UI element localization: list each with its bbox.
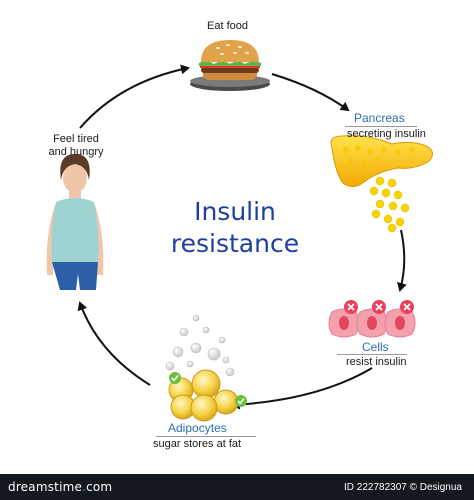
step-label-adipocytes: Adipocytes [168, 421, 227, 435]
step-label-person: Feel tired and hungry [48, 133, 104, 159]
glucose-bubbles-icon [165, 314, 235, 377]
x-mark-icon [344, 300, 414, 314]
person-line-1: Feel tired [53, 133, 99, 145]
adipocytes-divider [156, 436, 256, 437]
arrow-pancreas-to-cells [397, 229, 407, 292]
arrow-adipocytes-to-person [77, 301, 151, 386]
pancreas-icon [330, 135, 433, 188]
pancreas-divider [345, 126, 417, 127]
cells-divider [337, 354, 407, 355]
step-caption-adipocytes: sugar stores at fat [153, 438, 242, 450]
cycle-graphic [46, 40, 433, 422]
step-label-food: Eat food [207, 20, 248, 32]
footer-brand: dreamstime.com [8, 480, 112, 494]
step-label-cells: Cells [362, 340, 389, 354]
title-line-2: resistance [170, 229, 300, 258]
arrow-food-to-pancreas [271, 73, 350, 112]
fat-cells-icon [168, 369, 239, 422]
burger-icon [190, 40, 270, 91]
brand-dot: . [82, 480, 87, 494]
brand-right: com [86, 480, 113, 494]
diagram-title: Insulin resistance [150, 196, 320, 260]
arrow-person-to-food [79, 64, 190, 129]
step-caption-pancreas: secreting insulin [347, 128, 426, 140]
cycle-arrows [77, 64, 407, 410]
title-line-1: Insulin [194, 197, 276, 226]
step-label-pancreas: Pancreas [354, 111, 405, 125]
brand-left: dreamstime [8, 480, 83, 494]
step-caption-cells: resist insulin [346, 356, 407, 368]
arrow-cells-to-adipocytes [231, 367, 373, 410]
insulin-drops-icon [369, 176, 410, 233]
footer-image-id: ID 222782307 © Designua [343, 482, 462, 493]
person-line-2: and hungry [48, 146, 104, 158]
footer-bar: dreamstime.com ID 222782307 © Designua [0, 474, 474, 500]
woman-figure-icon [46, 154, 104, 290]
cells-icon [328, 308, 416, 338]
check-mark-icon [169, 372, 247, 407]
